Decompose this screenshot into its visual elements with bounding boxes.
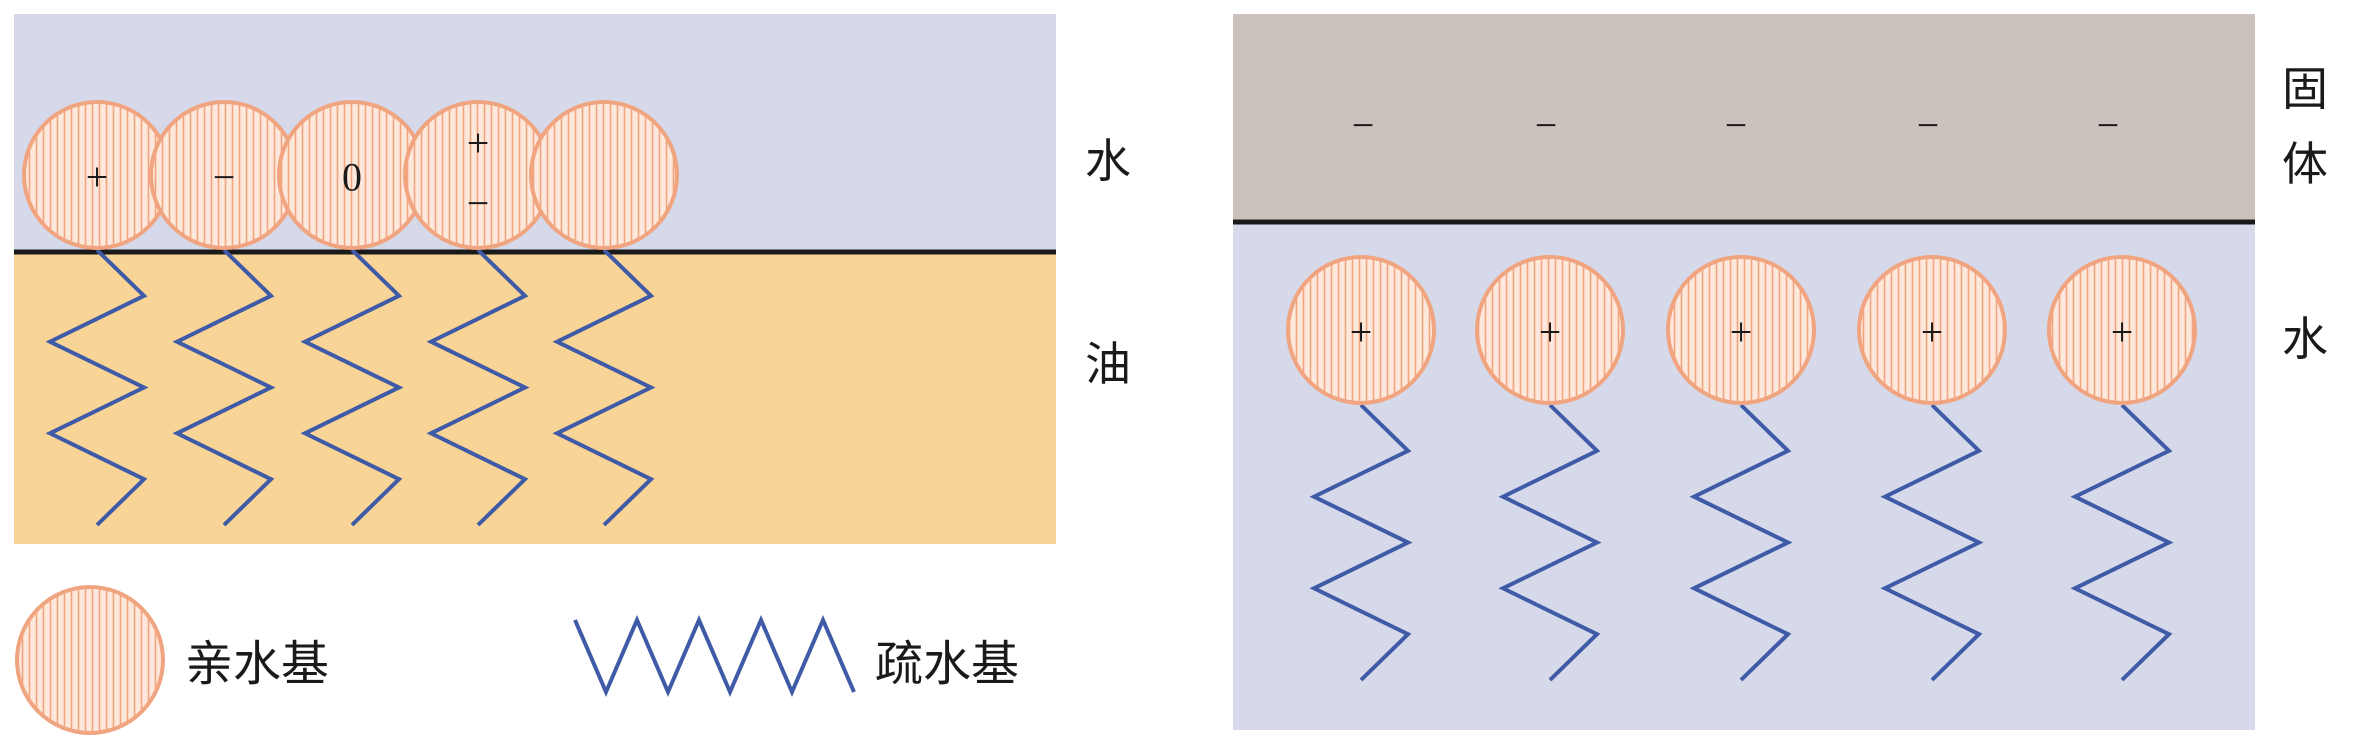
solid-surface-charge: −: [1352, 103, 1375, 148]
left-hydrophobic-tail: [300, 248, 404, 527]
right-head-charge: +: [2111, 310, 2134, 355]
left-head-charge-bottom: −: [467, 181, 490, 226]
left-oil-region: [14, 252, 1056, 544]
left-hydrophilic-head: [529, 100, 679, 250]
right-hydrophobic-tail: [1498, 403, 1602, 682]
right-hydrophilic-head: [2047, 255, 2197, 405]
left-panel: + − 0 + −: [14, 14, 1056, 544]
solid-surface-charge: −: [1535, 103, 1558, 148]
right-hydrophobic-tail: [1880, 403, 1984, 682]
right-solid-label-line1: 固: [2282, 62, 2328, 116]
left-hydrophobic-tail: [172, 248, 276, 527]
left-hydrophobic-tail: [426, 248, 530, 527]
legend-hydrophilic-head: [15, 585, 165, 735]
left-head-charge: +: [86, 155, 109, 200]
left-hydrophobic-tail: [45, 248, 149, 527]
left-water-label: 水: [1085, 134, 1131, 188]
right-hydrophilic-head: [1475, 255, 1625, 405]
right-solid-label-line2: 体: [2282, 137, 2328, 191]
right-hydrophilic-head: [1857, 255, 2007, 405]
right-hydrophobic-tail: [1309, 403, 1413, 682]
right-head-charge: +: [1730, 310, 1753, 355]
solid-surface-charge: −: [1725, 103, 1748, 148]
legend-hydrophilic-label: 亲水基: [185, 636, 329, 692]
left-oil-label: 油: [1085, 337, 1131, 391]
right-head-charge: +: [1921, 310, 1944, 355]
right-hydrophilic-head: [1666, 255, 1816, 405]
right-panel: − − − − − + + + + +: [1233, 14, 2255, 730]
right-head-charge: +: [1539, 310, 1562, 355]
left-hydrophobic-tail: [552, 248, 656, 527]
right-solid-region: [1233, 14, 2255, 222]
legend-hydrophobic-label: 疏水基: [875, 636, 1019, 692]
right-hydrophilic-head: [1286, 255, 1436, 405]
solid-surface-charge: −: [2097, 103, 2120, 148]
legend-hydrophobic-tail: [573, 614, 856, 698]
right-hydrophobic-tail: [1689, 403, 1793, 682]
left-head-charge: −: [213, 155, 236, 200]
right-water-label: 水: [2282, 312, 2328, 366]
solid-surface-charge: −: [1917, 103, 1940, 148]
left-head-charge: 0: [342, 155, 362, 200]
right-hydrophobic-tail: [2070, 403, 2174, 682]
legend: 亲水基 疏水基: [15, 585, 1019, 735]
left-head-charge-top: +: [467, 121, 490, 166]
right-head-charge: +: [1350, 310, 1373, 355]
